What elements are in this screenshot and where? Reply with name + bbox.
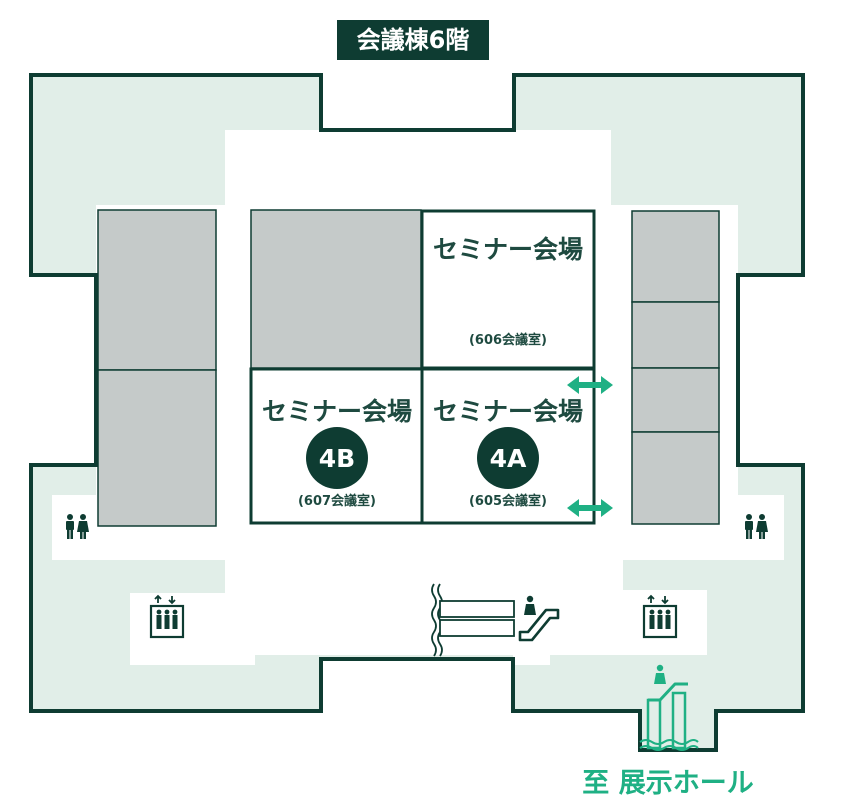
destination-label: 至 展示ホール — [582, 768, 753, 799]
escalator-icon — [518, 595, 560, 642]
restroom-icon — [66, 514, 89, 539]
room-4b-sub: (607会議室) — [298, 493, 376, 509]
corridor-left-step — [225, 555, 255, 665]
left-block-upper — [97, 209, 217, 371]
elevator-icon — [149, 594, 185, 639]
room-606-label: セミナー会場 — [433, 235, 583, 264]
room-4a-sub: (605会議室) — [469, 493, 547, 509]
left-block — [97, 209, 217, 527]
left-block-lower — [97, 369, 217, 527]
room-606-sub: (606会議室) — [469, 332, 547, 348]
floor-title-plate — [337, 20, 489, 60]
corridor-lower — [225, 555, 623, 655]
building-outline-stroke — [29, 73, 805, 752]
escalator-lane-lower — [439, 619, 515, 637]
room-4a-badge: 4A — [490, 444, 527, 473]
room-4a-box — [420, 367, 596, 525]
floor-title: 会議棟6階 — [337, 20, 489, 60]
right-block-4 — [631, 431, 720, 525]
restroom-icon — [745, 514, 768, 539]
elevator-icon — [642, 594, 678, 639]
center-storage-block — [250, 209, 422, 369]
room-4b[interactable]: セミナー会場 4B (607会議室) — [249, 367, 424, 525]
room-4b-badge-circle — [306, 427, 368, 489]
room-4a-label: セミナー会場 — [433, 397, 583, 426]
escalator-lane-upper — [439, 600, 515, 618]
room-4b-label: セミナー会場 — [262, 397, 412, 426]
room-4a[interactable]: セミナー会場 4A (605会議室) — [420, 367, 596, 525]
right-block-3 — [631, 367, 720, 433]
escalator-break-line — [431, 583, 437, 657]
escalator-to-hall-icon — [639, 664, 699, 751]
right-block — [631, 210, 720, 525]
connection-arrow-icon — [567, 499, 613, 517]
corridor-top — [225, 130, 611, 210]
right-block-2 — [631, 301, 720, 369]
room-4b-badge: 4B — [319, 444, 355, 473]
escalator-bank — [431, 583, 515, 657]
room-4a-badge-circle — [477, 427, 539, 489]
connection-arrow-icon — [567, 376, 613, 394]
corridor-escalator-lobby — [513, 645, 550, 665]
right-block-1 — [631, 210, 720, 303]
room-606[interactable]: セミナー会場 (606会議室) — [420, 209, 596, 370]
floor-title-text: 会議棟6階 — [357, 26, 470, 54]
